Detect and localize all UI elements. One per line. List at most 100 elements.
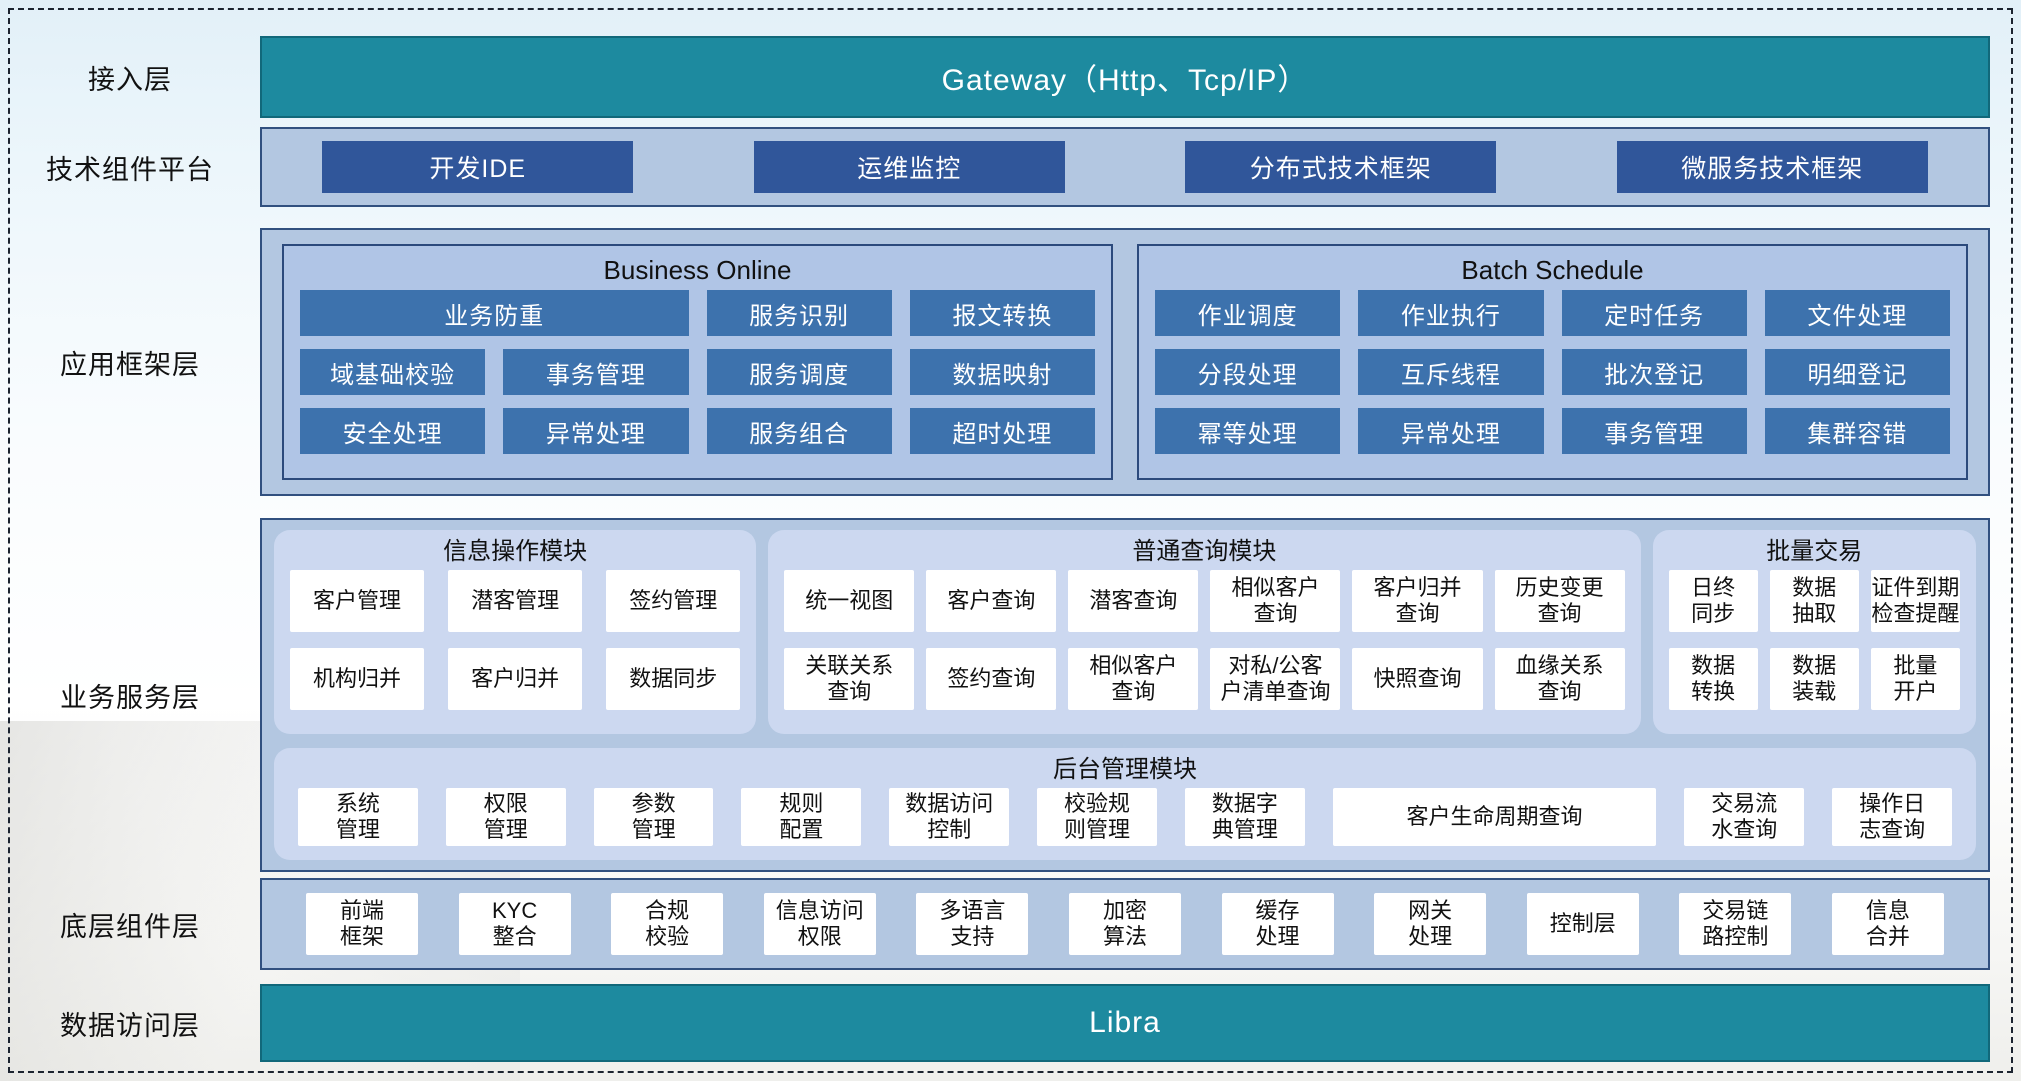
group-batch-schedule: Batch Schedule 作业调度 作业执行 定时任务 文件处理 分段处理 … (1137, 244, 1968, 480)
batch-schedule-grid: 作业调度 作业执行 定时任务 文件处理 分段处理 互斥线程 批次登记 明细登记 … (1155, 290, 1950, 454)
module-batch-trade: 批量交易 日终 同步 数据 抽取 证件到期 检查提醒 数据 转换 数据 装载 批… (1652, 530, 1976, 734)
app-framework-panel: Business Online 业务防重 服务识别 报文转换 域基础校验 事务管… (260, 228, 1990, 496)
node-timed-tasks: 定时任务 (1561, 290, 1747, 336)
layer-business-service: 业务服务层 信息操作模块 客户管理 潜客管理 签约管理 机构归并 客户归并 数据… (0, 518, 2021, 872)
node-service-scheduling: 服务调度 (706, 349, 892, 395)
node-exception-handling-batch: 异常处理 (1358, 408, 1544, 454)
layer-bottom-components: 底层组件层 前端 框架 KYC 整合 合规 校验 信息访问 权限 多语言 支持 … (0, 878, 2021, 970)
module-backoffice-admin: 后台管理模块 系统 管理 权限 管理 参数 管理 规则 配置 数据访问 控制 校… (274, 748, 1976, 860)
node-similar-customer-query-2: 相似客户 查询 (1068, 648, 1199, 710)
node-ops-monitoring: 运维监控 (753, 141, 1065, 193)
node-domain-validation: 域基础校验 (300, 349, 486, 395)
node-cluster-fault-tolerance: 集群容错 (1764, 408, 1950, 454)
node-data-mapping: 数据映射 (909, 349, 1095, 395)
node-prospect-mgmt: 潜客管理 (448, 570, 583, 632)
node-similar-customer-query-1: 相似客户 查询 (1210, 570, 1341, 632)
node-detail-registration: 明细登记 (1764, 349, 1950, 395)
node-customer-query: 客户查询 (926, 570, 1057, 632)
node-validation-rule-mgmt: 校验规 则管理 (1037, 788, 1157, 846)
node-batch-registration: 批次登记 (1561, 349, 1747, 395)
node-customer-mgmt: 客户管理 (290, 570, 425, 632)
node-microservice-framework: 微服务技术框架 (1616, 141, 1928, 193)
node-batch-account-open: 批量 开户 (1870, 648, 1960, 710)
service-modules-row: 信息操作模块 客户管理 潜客管理 签约管理 机构归并 客户归并 数据同步 普通查… (274, 530, 1976, 734)
node-frontend-framework: 前端 框架 (306, 893, 418, 955)
bottom-components-panel: 前端 框架 KYC 整合 合规 校验 信息访问 权限 多语言 支持 加密 算法 … (260, 878, 1990, 970)
module-title-info-operation: 信息操作模块 (443, 538, 588, 565)
node-history-change-query: 历史变更 查询 (1494, 570, 1625, 632)
node-permission-mgmt: 权限 管理 (445, 788, 566, 846)
group-title-batch-schedule: Batch Schedule (1461, 255, 1644, 285)
layer-label-tech-platform: 技术组件平台 (46, 154, 214, 185)
node-contract-query: 签约查询 (926, 648, 1057, 710)
module-info-operation: 信息操作模块 客户管理 潜客管理 签约管理 机构归并 客户归并 数据同步 (274, 530, 757, 734)
node-dev-ide: 开发IDE (322, 141, 634, 193)
node-service-identify: 服务识别 (706, 290, 892, 336)
node-service-composition: 服务组合 (706, 408, 892, 454)
node-lineage-query: 血缘关系 查询 (1494, 648, 1625, 710)
node-security-handling: 安全处理 (300, 408, 486, 454)
module-title-batch-trade: 批量交易 (1766, 538, 1863, 565)
node-timeout-handling: 超时处理 (909, 408, 1095, 454)
node-business-dedup: 业务防重 (300, 290, 689, 336)
node-customer-list-query: 对私/公客 户清单查询 (1210, 648, 1341, 710)
group-title-business-online: Business Online (603, 255, 792, 285)
node-relation-query: 关联关系 查询 (784, 648, 915, 710)
node-snapshot-query: 快照查询 (1352, 648, 1483, 710)
node-gateway-processing: 网关 处理 (1374, 893, 1487, 955)
node-control-layer: 控制层 (1526, 893, 1639, 955)
node-segment-processing: 分段处理 (1155, 349, 1341, 395)
node-info-access-permission: 信息访问 权限 (763, 893, 876, 955)
info-operation-grid: 客户管理 潜客管理 签约管理 机构归并 客户归并 数据同步 (290, 570, 741, 710)
backoffice-admin-row: 系统 管理 权限 管理 参数 管理 规则 配置 数据访问 控制 校验规 则管理 … (290, 788, 1960, 846)
node-org-merge: 机构归并 (290, 648, 425, 710)
node-data-access-control: 数据访问 控制 (889, 788, 1010, 846)
node-idempotent-processing: 幂等处理 (1155, 408, 1341, 454)
layer-label-app-framework: 应用框架层 (60, 349, 200, 380)
node-compliance-check: 合规 校验 (611, 893, 724, 955)
node-operation-log-query: 操作日 志查询 (1832, 788, 1952, 846)
node-info-merge: 信息 合并 (1831, 893, 1944, 955)
tech-platform-panel: 开发IDE 运维监控 分布式技术框架 微服务技术框架 (260, 127, 1990, 207)
node-mutex-threads: 互斥线程 (1358, 349, 1544, 395)
layer-data-access: 数据访问层 Libra (0, 984, 2021, 1062)
node-customer-merge: 客户归并 (448, 648, 583, 710)
node-data-load: 数据 装载 (1769, 648, 1859, 710)
node-job-scheduling: 作业调度 (1155, 290, 1341, 336)
node-data-transform: 数据 转换 (1668, 648, 1758, 710)
group-business-online: Business Online 业务防重 服务识别 报文转换 域基础校验 事务管… (282, 244, 1113, 480)
module-title-backoffice-admin: 后台管理模块 (1053, 756, 1197, 783)
node-data-dictionary-mgmt: 数据字 典管理 (1184, 788, 1305, 846)
general-query-grid: 统一视图 客户查询 潜客查询 相似客户 查询 客户归并 查询 历史变更 查询 关… (784, 570, 1625, 710)
libra-bar-title: Libra (1089, 1006, 1161, 1039)
node-data-sync: 数据同步 (606, 648, 741, 710)
libra-bar: Libra (260, 984, 1990, 1062)
layer-label-access: 接入层 (88, 64, 172, 95)
node-rule-config: 规则 配置 (741, 788, 862, 846)
bottom-components-row: 前端 框架 KYC 整合 合规 校验 信息访问 权限 多语言 支持 加密 算法 … (262, 880, 1988, 968)
node-encryption-algorithm: 加密 算法 (1068, 893, 1181, 955)
layer-label-bottom-components: 底层组件层 (60, 911, 200, 942)
node-message-transform: 报文转换 (909, 290, 1095, 336)
node-distributed-framework: 分布式技术框架 (1185, 141, 1497, 193)
node-cache-processing: 缓存 处理 (1221, 893, 1334, 955)
node-exception-handling-online: 异常处理 (503, 408, 689, 454)
node-transaction-mgmt: 事务管理 (503, 349, 689, 395)
node-prospect-query: 潜客查询 (1068, 570, 1199, 632)
layer-tech-platform: 技术组件平台 开发IDE 运维监控 分布式技术框架 微服务技术框架 (0, 127, 2021, 207)
gateway-bar-title: Gateway（Http、Tcp/IP） (941, 64, 1309, 97)
node-parameter-mgmt: 参数 管理 (593, 788, 714, 846)
node-customer-lifecycle-query: 客户生命周期查询 (1332, 788, 1657, 846)
node-eod-sync: 日终 同步 (1668, 570, 1758, 632)
node-file-processing: 文件处理 (1764, 290, 1950, 336)
layer-label-data-access: 数据访问层 (60, 1010, 200, 1041)
module-title-general-query: 普通查询模块 (1132, 538, 1277, 565)
node-contract-mgmt: 签约管理 (606, 570, 741, 632)
gateway-bar: Gateway（Http、Tcp/IP） (260, 36, 1990, 118)
layer-label-business-service: 业务服务层 (60, 682, 200, 713)
batch-trade-grid: 日终 同步 数据 抽取 证件到期 检查提醒 数据 转换 数据 装载 批量 开户 (1668, 570, 1960, 710)
node-transaction-mgmt-batch: 事务管理 (1561, 408, 1747, 454)
node-job-execution: 作业执行 (1358, 290, 1544, 336)
node-customer-merge-query: 客户归并 查询 (1352, 570, 1483, 632)
